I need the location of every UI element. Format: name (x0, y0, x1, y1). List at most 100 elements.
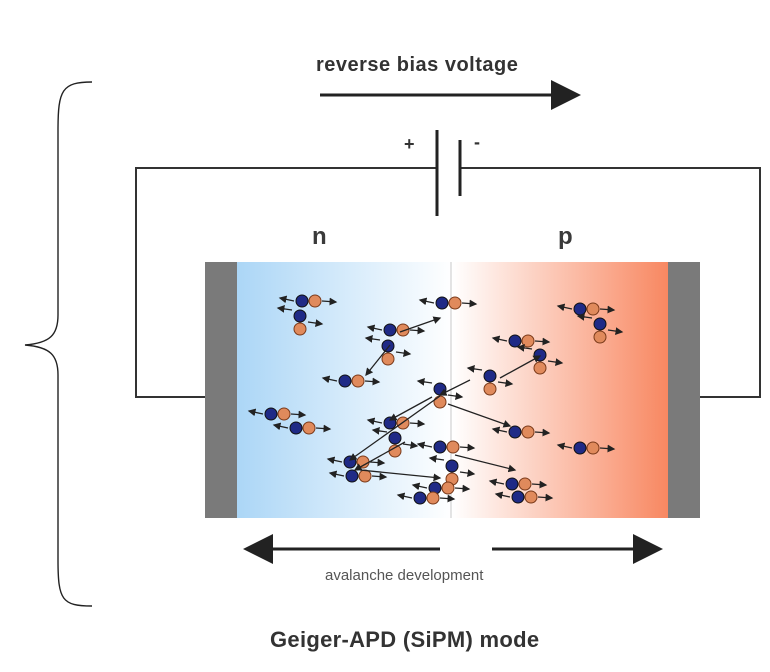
electron-dot (445, 459, 459, 473)
track-arrow (516, 344, 533, 352)
track-arrow (599, 444, 616, 453)
hole-dot (358, 469, 372, 483)
track-arrow (364, 377, 381, 386)
electron-dot (289, 421, 303, 435)
electron-dot (383, 323, 397, 337)
track-arrow (459, 443, 476, 452)
hole-dot (396, 323, 410, 337)
avalanche-track (353, 441, 406, 471)
electron-dot (573, 302, 587, 316)
track-arrow (315, 424, 332, 433)
charge-carriers (247, 294, 624, 505)
minus-sign: - (474, 132, 480, 152)
track-arrow (488, 478, 505, 487)
track-arrow (531, 480, 548, 489)
track-arrow (396, 492, 413, 501)
hole-dot (441, 481, 455, 495)
electron-dot (413, 491, 427, 505)
hole-dot (521, 425, 535, 439)
hole-dot (483, 382, 497, 396)
electron-dot (264, 407, 278, 421)
track-arrow (418, 297, 435, 306)
track-arrow (497, 379, 514, 387)
track-arrow (428, 455, 445, 463)
electron-dot (508, 334, 522, 348)
track-arrow (366, 417, 383, 426)
track-arrow (439, 494, 456, 503)
electron-dot (381, 339, 395, 353)
track-arrow (534, 428, 551, 437)
track-arrow (494, 491, 511, 500)
track-arrow (321, 375, 338, 384)
track-arrow (278, 295, 295, 304)
electron-dot (508, 425, 522, 439)
track-arrow (366, 324, 383, 333)
hole-dot (293, 322, 307, 336)
electron-dot (505, 477, 519, 491)
track-arrow (491, 426, 508, 435)
avalanche-track (365, 344, 391, 377)
electron-dot (433, 440, 447, 454)
avalanche-track (348, 395, 441, 461)
electron-dot (593, 317, 607, 331)
track-arrow (556, 303, 573, 312)
track-arrow (416, 378, 433, 386)
track-arrow (371, 427, 388, 435)
electron-dot (388, 431, 402, 445)
track-arrow (466, 365, 483, 373)
track-arrow (411, 482, 428, 491)
track-arrow (599, 305, 616, 314)
avalanche-track (399, 316, 442, 333)
track-arrow (364, 335, 381, 343)
track-arrow (447, 392, 464, 400)
track-arrow (547, 358, 564, 366)
avalanche-label: avalanche development (325, 567, 484, 584)
track-arrow (321, 297, 338, 306)
electrode-left (205, 262, 237, 518)
electron-dot (293, 309, 307, 323)
avalanche-track (388, 396, 433, 421)
track-arrow (461, 299, 478, 308)
avalanche-track (447, 403, 512, 428)
hole-dot (524, 490, 538, 504)
track-arrow (371, 472, 388, 481)
electron-dot (511, 490, 525, 504)
hole-dot (448, 296, 462, 310)
hole-dot (433, 395, 447, 409)
electron-dot (483, 369, 497, 383)
track-arrow (395, 349, 412, 357)
track-arrow (272, 422, 289, 431)
avalanche-track (499, 355, 542, 379)
hole-dot (586, 441, 600, 455)
track-arrow (409, 326, 426, 335)
p-region-label: p (558, 223, 573, 250)
track-arrow (290, 410, 307, 419)
hole-dot (446, 440, 460, 454)
track-arrow (454, 484, 471, 493)
track-arrow (402, 441, 419, 449)
wire-right (460, 167, 761, 398)
hole-dot (426, 491, 440, 505)
voltage-label: reverse bias voltage (316, 54, 519, 76)
hole-dot (302, 421, 316, 435)
track-arrow (307, 319, 324, 327)
hole-dot (351, 374, 365, 388)
electron-dot (573, 441, 587, 455)
avalanche-track (359, 469, 442, 482)
track-arrow (491, 335, 508, 344)
track-arrow (247, 408, 264, 417)
mode-caption: Geiger-APD (SiPM) mode (270, 627, 540, 652)
electron-dot (435, 296, 449, 310)
track-arrow (537, 493, 554, 502)
track-arrow (459, 469, 476, 477)
hole-dot (586, 302, 600, 316)
hole-dot (277, 407, 291, 421)
hole-dot (593, 330, 607, 344)
hole-dot (308, 294, 322, 308)
hole-dot (518, 477, 532, 491)
track-arrow (369, 458, 386, 467)
hole-dot (388, 444, 402, 458)
track-arrow (416, 441, 433, 450)
